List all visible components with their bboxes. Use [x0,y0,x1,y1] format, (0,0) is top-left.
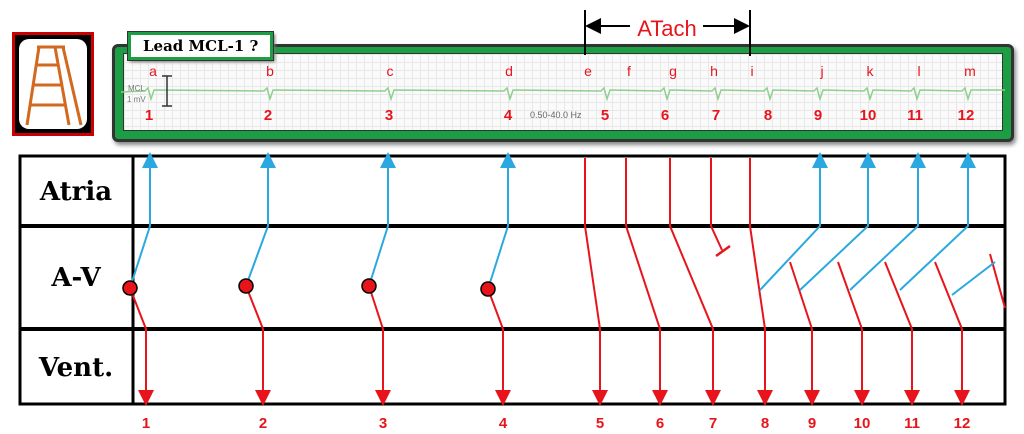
p-wave-label: c [387,63,394,79]
antegrade-conduction [245,285,271,406]
atach-label: ATach [637,16,697,41]
antegrade-conduction [129,287,154,406]
junctional-origin [480,281,496,297]
antegrade-conduction [934,261,970,406]
lead-label: MCL [128,84,145,93]
antegrade-conduction [837,261,870,406]
p-wave-label: i [750,63,753,79]
row-label-vent: Vent. [38,353,113,383]
qrs-label: 5 [601,107,609,124]
atach-bracket: ATach [584,10,751,56]
antegrade-conduction [487,288,511,406]
beat-number: 5 [596,415,604,432]
beat-number: 9 [808,415,816,432]
p-wave-label: b [266,63,274,79]
row-label-atria: Atria [39,177,112,207]
qrs-label: 10 [860,107,877,124]
atrial-impulse [625,158,668,406]
junctional-origin [122,280,138,296]
qrs-label: 3 [385,107,393,124]
qrs-label: 9 [814,107,822,124]
p-wave-label: e [584,63,592,79]
p-wave-label: l [917,63,920,79]
beat-number: 4 [499,415,508,432]
retrograde-conduction [951,261,996,296]
scale-label: 1 mV [127,95,146,104]
p-wave-label: g [669,63,677,79]
atrial-impulse [669,158,721,406]
strip-title: Lead MCL-1 ? [126,31,275,61]
retrograde-conduction [368,152,396,287]
beat-number: 12 [954,415,971,432]
antegrade-conduction [368,285,391,406]
block-bar [715,244,731,258]
p-wave-label: d [505,63,513,79]
beat-number: 1 [142,415,150,432]
atrial-impulse [749,158,773,406]
row-label-av: A-V [50,263,101,293]
junctional-origin [238,278,254,294]
qrs-label: 6 [661,107,669,124]
beat-number: 7 [709,415,717,432]
ladder-icon [25,45,83,126]
calibration-bar [162,75,172,107]
p-wave-label: f [627,63,631,79]
ecg-trace [120,86,1005,102]
beat-number: 10 [854,415,871,432]
antegrade-conduction [989,253,1006,309]
retrograde-conduction [487,152,516,290]
retrograde-conduction [799,152,876,291]
beat-number: 3 [379,415,387,432]
retrograde-conduction [899,152,976,291]
beat-number: 6 [656,415,664,432]
p-wave-label: a [149,63,157,79]
p-wave-label: j [819,63,823,79]
p-wave-label: h [710,63,718,79]
p-wave-label: m [964,63,976,79]
qrs-label: 4 [504,107,513,124]
junctional-origin [361,278,377,294]
antegrade-conduction [789,261,820,406]
filter-label: 0.50-40.0 Hz [530,110,582,120]
qrs-label: 7 [712,107,720,124]
qrs-label: 1 [145,107,153,124]
retrograde-conduction [759,152,828,291]
ladder-logo [12,32,94,136]
ecg-strip [112,44,1014,142]
p-wave-label: k [867,63,875,79]
retrograde-conduction [849,152,926,291]
beat-number: 2 [259,415,267,432]
qrs-label: 12 [958,107,975,124]
retrograde-conduction [129,152,158,289]
qrs-label: 11 [907,107,923,124]
atrial-impulse [584,158,608,406]
qrs-label: 8 [764,107,772,124]
retrograde-conduction [245,152,276,287]
ladder-frame [18,154,1007,406]
beat-number: 11 [904,415,920,432]
qrs-label: 2 [264,107,272,124]
blocked-atrial-impulse [710,158,723,251]
beat-number: 8 [761,415,769,432]
antegrade-conduction [884,261,920,406]
